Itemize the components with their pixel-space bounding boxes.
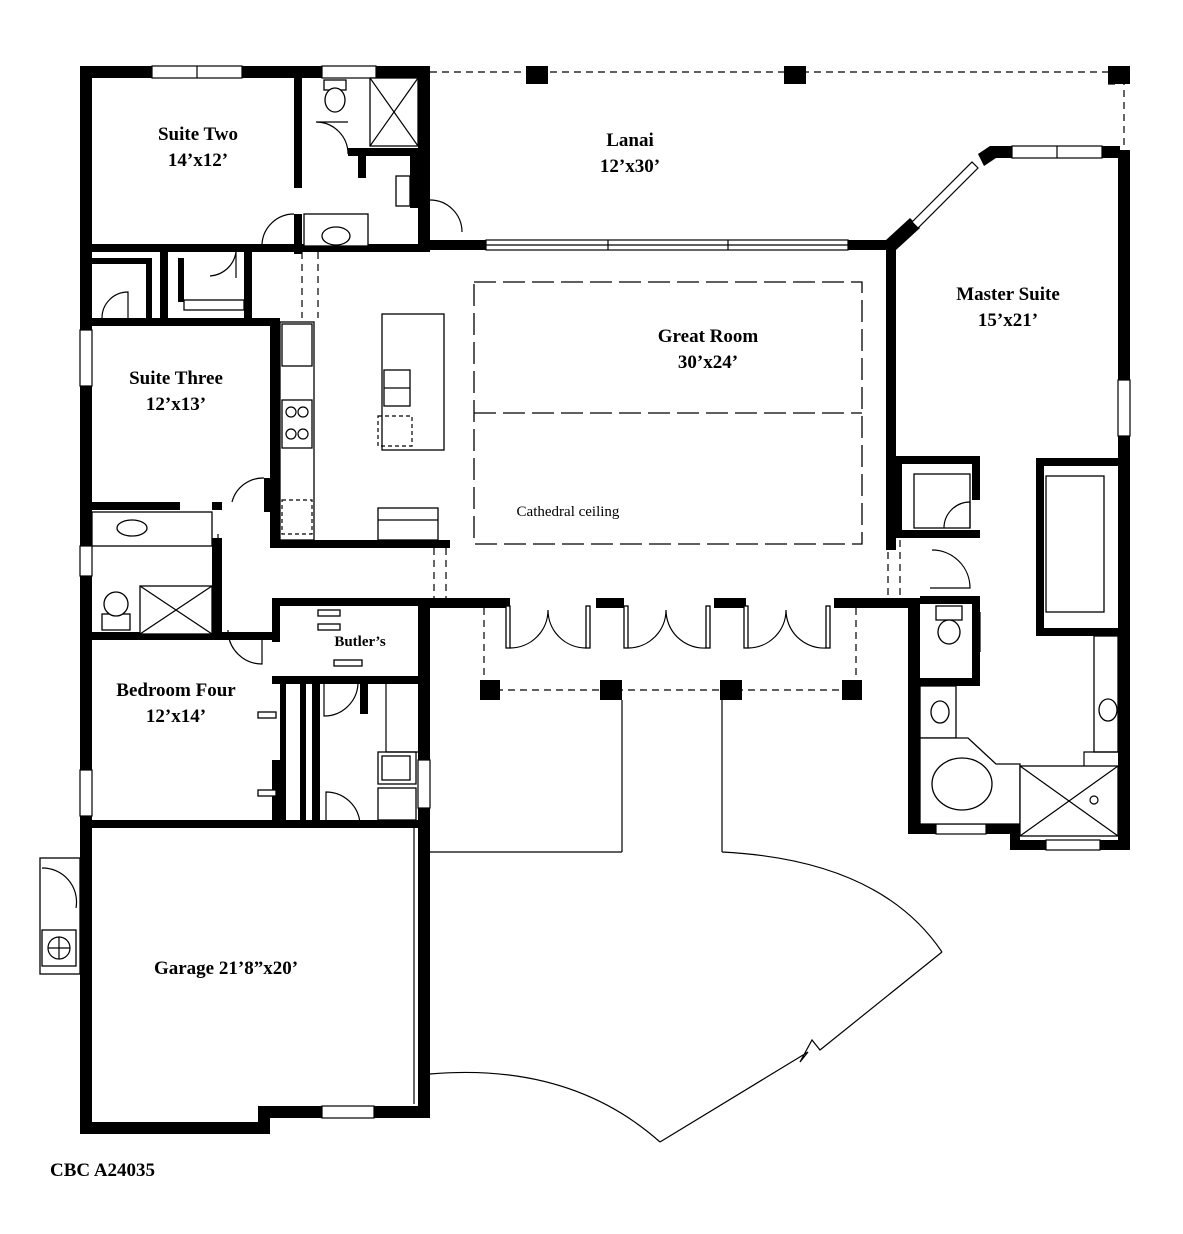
closet-doors (101, 251, 245, 319)
entry-porch (429, 605, 943, 1143)
suite-three-size: 12’x13’ (146, 394, 206, 415)
plan-code: CBC A24035 (50, 1160, 155, 1181)
bedroom-four-name: Bedroom Four (116, 680, 236, 701)
bedroom-four-size: 12’x14’ (146, 706, 206, 727)
room-labels: Suite Two 14’x12’ Lanai 12’x30’ Master S… (50, 124, 1060, 1181)
suite-two-size: 14’x12’ (168, 150, 228, 171)
suite-three-name: Suite Three (129, 368, 223, 389)
garage-name: Garage 21’8”x20’ (154, 958, 298, 979)
suite-two-name: Suite Two (158, 124, 238, 145)
exterior-walls (80, 66, 1130, 1134)
kitchen (279, 252, 447, 598)
suite-two-bath (261, 77, 463, 247)
great-room-name: Great Room (658, 326, 759, 347)
master-bath (887, 473, 1119, 837)
garage (39, 828, 415, 1104)
lanai-outline (430, 66, 1130, 150)
butlers-pantry (257, 599, 418, 825)
windows (79, 65, 1131, 1119)
suite-three-bath (91, 477, 265, 665)
interior-walls (92, 78, 1120, 828)
ceiling-note: Cathedral ceiling (517, 504, 620, 520)
master-suite-size: 15’x21’ (978, 310, 1038, 331)
butlers-name: Butler’s (334, 634, 386, 650)
lanai-name: Lanai (606, 130, 654, 151)
lanai-size: 12’x30’ (600, 156, 660, 177)
cathedral-ceiling-outline (473, 281, 863, 545)
great-room-size: 30’x24’ (678, 352, 738, 373)
master-suite-name: Master Suite (956, 284, 1060, 305)
